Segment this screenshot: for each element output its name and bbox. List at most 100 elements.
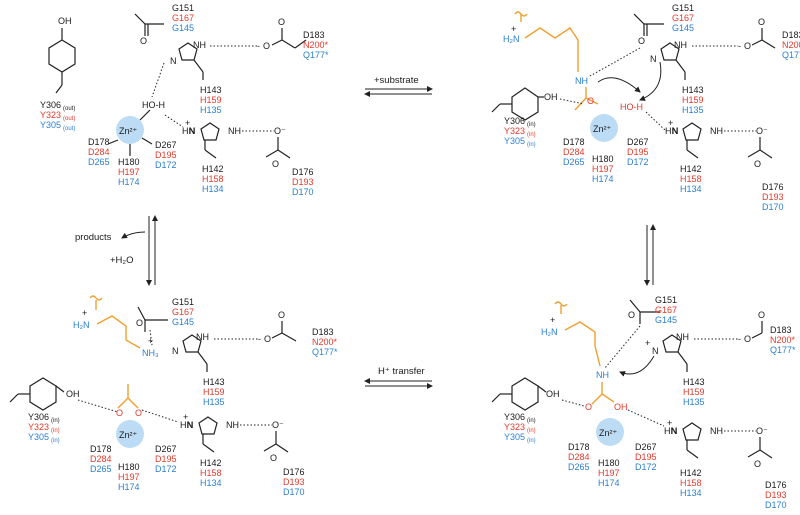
residue-label: H142	[680, 164, 702, 174]
residue-label: D284	[568, 452, 590, 462]
residue-label: N200*	[782, 40, 800, 50]
residue-label: D195	[627, 147, 649, 157]
residue-label: G167	[655, 305, 677, 315]
residue-label: +	[511, 24, 516, 34]
residue-label: H158	[200, 468, 222, 478]
residue-label: G167	[172, 13, 194, 23]
residue-label: Y323	[504, 422, 525, 432]
residue-label: (in)	[527, 142, 536, 148]
residue-label: N	[172, 346, 179, 356]
residue-label: D193	[292, 177, 314, 187]
residue-label: D193	[283, 477, 305, 487]
residue-label: G145	[655, 315, 677, 325]
residue-label: H180	[592, 154, 614, 164]
oh-label: OH	[58, 16, 72, 26]
panel-free-enzyme: OH Y306 (out) Y323 (out) Y305 (out) O G1…	[40, 3, 329, 197]
residue-label: HN	[665, 126, 678, 136]
residue-label: G167	[172, 307, 194, 317]
arrow-h-transfer: H⁺ transfer	[364, 366, 433, 389]
residue-label: D178	[90, 444, 112, 454]
residue-label: -	[738, 334, 741, 344]
residue-label: NH	[710, 426, 723, 436]
zinc-ion-4	[596, 418, 624, 446]
panel-tetrahedral-intermediate: H₂N + NH O OH O G151 G167 G145 NH N + H1…	[491, 295, 796, 510]
residue-label: O	[744, 41, 751, 51]
residue-label: H197	[598, 468, 620, 478]
residue-label: D183	[770, 325, 792, 335]
residue-label: HN	[182, 126, 195, 136]
residue-label: H₂N	[73, 320, 90, 330]
residue-label: N	[671, 426, 678, 436]
residue-label: +	[550, 315, 555, 325]
residue-label: OH	[544, 92, 558, 102]
y-label-3: Y305	[40, 120, 61, 130]
residue-label: D176	[762, 182, 784, 192]
residue-label: O	[744, 334, 751, 344]
residue-label: H180	[118, 462, 140, 472]
residue-label: H197	[592, 164, 614, 174]
residue-label: O	[758, 17, 765, 27]
residue-label: OH	[66, 389, 80, 399]
residue-label: Q177*	[303, 50, 329, 60]
residue-label: OH	[546, 389, 560, 399]
residue-label: H180	[598, 458, 620, 468]
arrow-right-vertical	[644, 224, 656, 286]
residue-label: O	[754, 459, 761, 469]
residue-label: H134	[680, 184, 702, 194]
residue-label: O	[264, 334, 271, 344]
residue-label: D172	[155, 160, 177, 170]
h-transfer-label: H⁺ transfer	[378, 366, 425, 377]
residue-label: H143	[683, 377, 705, 387]
residue-label: H142	[200, 458, 222, 468]
residue-label: O	[585, 402, 592, 412]
residue-label: (in)	[527, 132, 536, 138]
residue-label: H159	[683, 387, 705, 397]
residue-label: (out)	[63, 126, 75, 132]
residue-label: NH	[674, 40, 687, 50]
residue-label: OH	[614, 402, 628, 412]
residue-label: Y306	[28, 412, 49, 422]
residue-label: D176	[765, 480, 787, 490]
residue-label: (in)	[51, 418, 60, 424]
residue-label: D178	[88, 137, 110, 147]
asp183: - O O D183 N200* Q177*	[210, 17, 329, 60]
residue-label: (in)	[527, 438, 536, 444]
residue-label: D170	[292, 187, 314, 197]
residue-label: -	[257, 41, 260, 51]
residue-label: Zn²⁺	[593, 124, 612, 134]
residue-label: H174	[592, 174, 614, 184]
residue-label: D284	[88, 147, 110, 157]
residue-label: +	[82, 308, 87, 318]
residue-label: O⁻	[756, 126, 768, 136]
residue-label: O⁻	[756, 426, 768, 436]
residue-label: G167	[672, 13, 694, 23]
residue-label: D267	[627, 137, 649, 147]
residue-label: +	[148, 336, 153, 346]
residue-label: O	[272, 159, 279, 169]
residue-label: O	[638, 36, 645, 46]
residue-label: D267	[155, 140, 177, 150]
residue-label: Y323	[504, 126, 525, 136]
water-label: +H₂O	[110, 255, 134, 266]
residue-label: G151	[172, 297, 194, 307]
residue-label: N	[187, 420, 194, 430]
residue-label: H159	[203, 387, 225, 397]
residue-label: H134	[680, 488, 702, 498]
residue-label: D172	[627, 157, 649, 167]
residue-label: H143	[203, 377, 225, 387]
residue-label: H197	[118, 167, 140, 177]
residue-label: O	[628, 310, 635, 320]
residue-label: G145	[172, 317, 194, 327]
residue-label: D195	[155, 150, 177, 160]
residue-label: NH	[196, 332, 209, 342]
residue-label: +	[667, 418, 672, 428]
residue-label: H197	[118, 472, 140, 482]
residue-label: D170	[283, 487, 305, 497]
residue-label: NH	[193, 40, 206, 50]
residue-label: NH	[575, 76, 588, 86]
residue-label: Zn²⁺	[599, 428, 618, 438]
residue-label: Y305	[504, 136, 525, 146]
residue-label: -	[258, 334, 261, 344]
residue-label: O	[587, 96, 594, 106]
